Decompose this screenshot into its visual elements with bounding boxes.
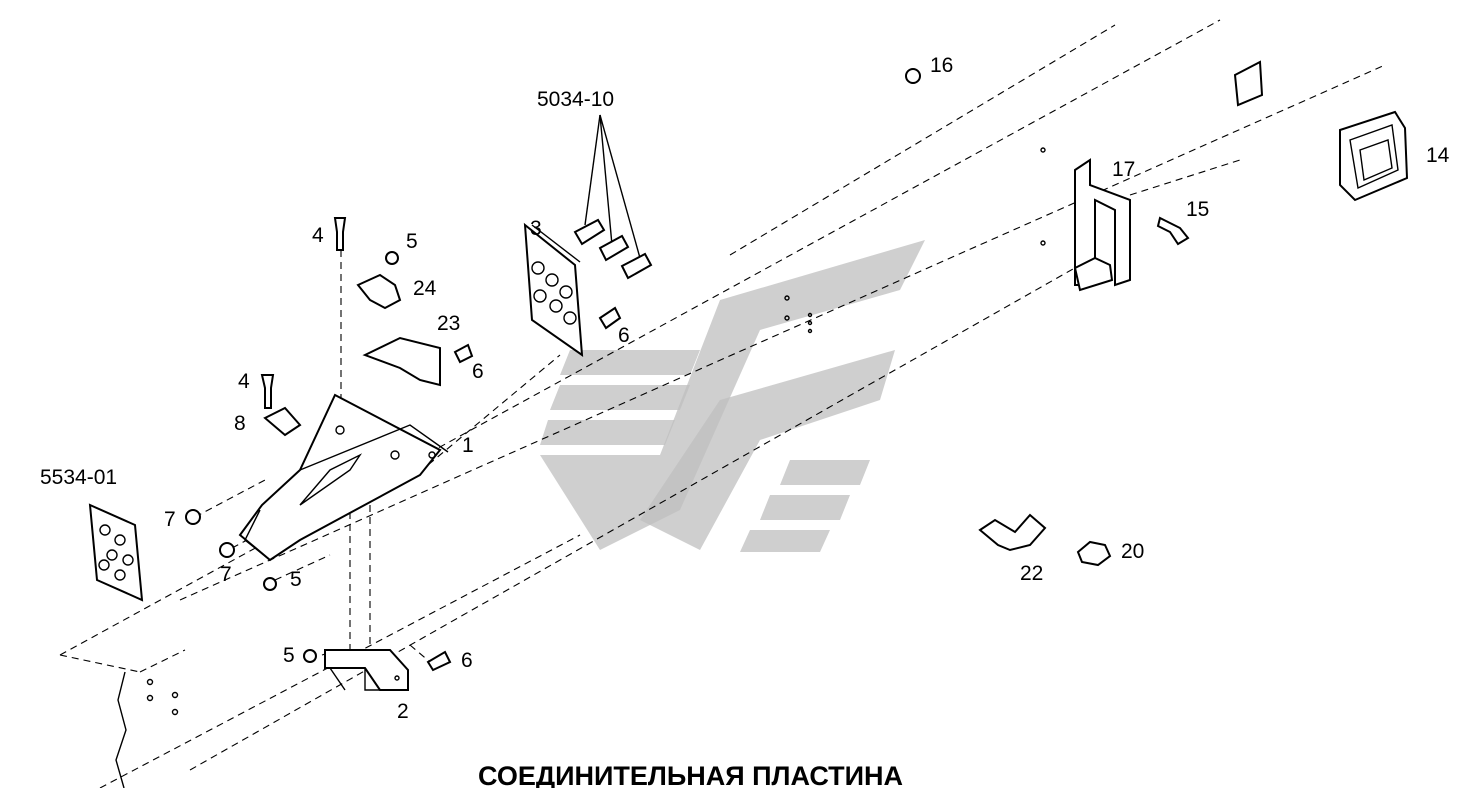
label-1: 1 bbox=[462, 434, 474, 457]
label-23: 23 bbox=[437, 312, 460, 335]
frame-rail bbox=[59, 19, 1386, 789]
label-5-top: 5 bbox=[406, 230, 418, 253]
page-title: СОЕДИНИТЕЛЬНАЯ ПЛАСТИНА bbox=[478, 761, 903, 788]
label-24: 24 bbox=[413, 277, 437, 300]
small-hardware bbox=[185, 68, 1190, 672]
plate-part-3 bbox=[523, 222, 584, 358]
label-5534-01: 5534-01 bbox=[40, 466, 117, 489]
label-14: 14 bbox=[1426, 144, 1450, 167]
label-3: 3 bbox=[530, 217, 542, 240]
label-4-left: 4 bbox=[238, 370, 250, 393]
label-6-b: 6 bbox=[472, 360, 484, 383]
label-16: 16 bbox=[930, 54, 953, 77]
label-5034-10: 5034-10 bbox=[537, 88, 614, 111]
plate-5534-01 bbox=[88, 503, 144, 602]
bracket-part-1 bbox=[238, 393, 449, 562]
label-4-top: 4 bbox=[312, 224, 324, 247]
connector-group-5034-10 bbox=[573, 114, 653, 330]
bracket-part-2 bbox=[324, 649, 409, 691]
label-17: 17 bbox=[1112, 158, 1135, 181]
label-7-a: 7 bbox=[164, 508, 176, 531]
label-8: 8 bbox=[234, 412, 246, 435]
label-20: 20 bbox=[1121, 540, 1144, 563]
label-7-b: 7 bbox=[220, 563, 232, 586]
callout-labels: 5034-10 5534-01 1 2 3 4 4 5 5 5 6 6 6 7 … bbox=[40, 54, 1450, 723]
label-2: 2 bbox=[397, 700, 409, 723]
label-6-a: 6 bbox=[618, 324, 630, 347]
label-6-c: 6 bbox=[461, 649, 473, 672]
label-22: 22 bbox=[1020, 562, 1043, 585]
watermark-logo bbox=[540, 240, 925, 552]
right-side-parts bbox=[978, 60, 1409, 567]
label-5-bottom: 5 bbox=[283, 644, 295, 667]
label-15: 15 bbox=[1186, 198, 1209, 221]
label-5-mid: 5 bbox=[290, 568, 302, 591]
